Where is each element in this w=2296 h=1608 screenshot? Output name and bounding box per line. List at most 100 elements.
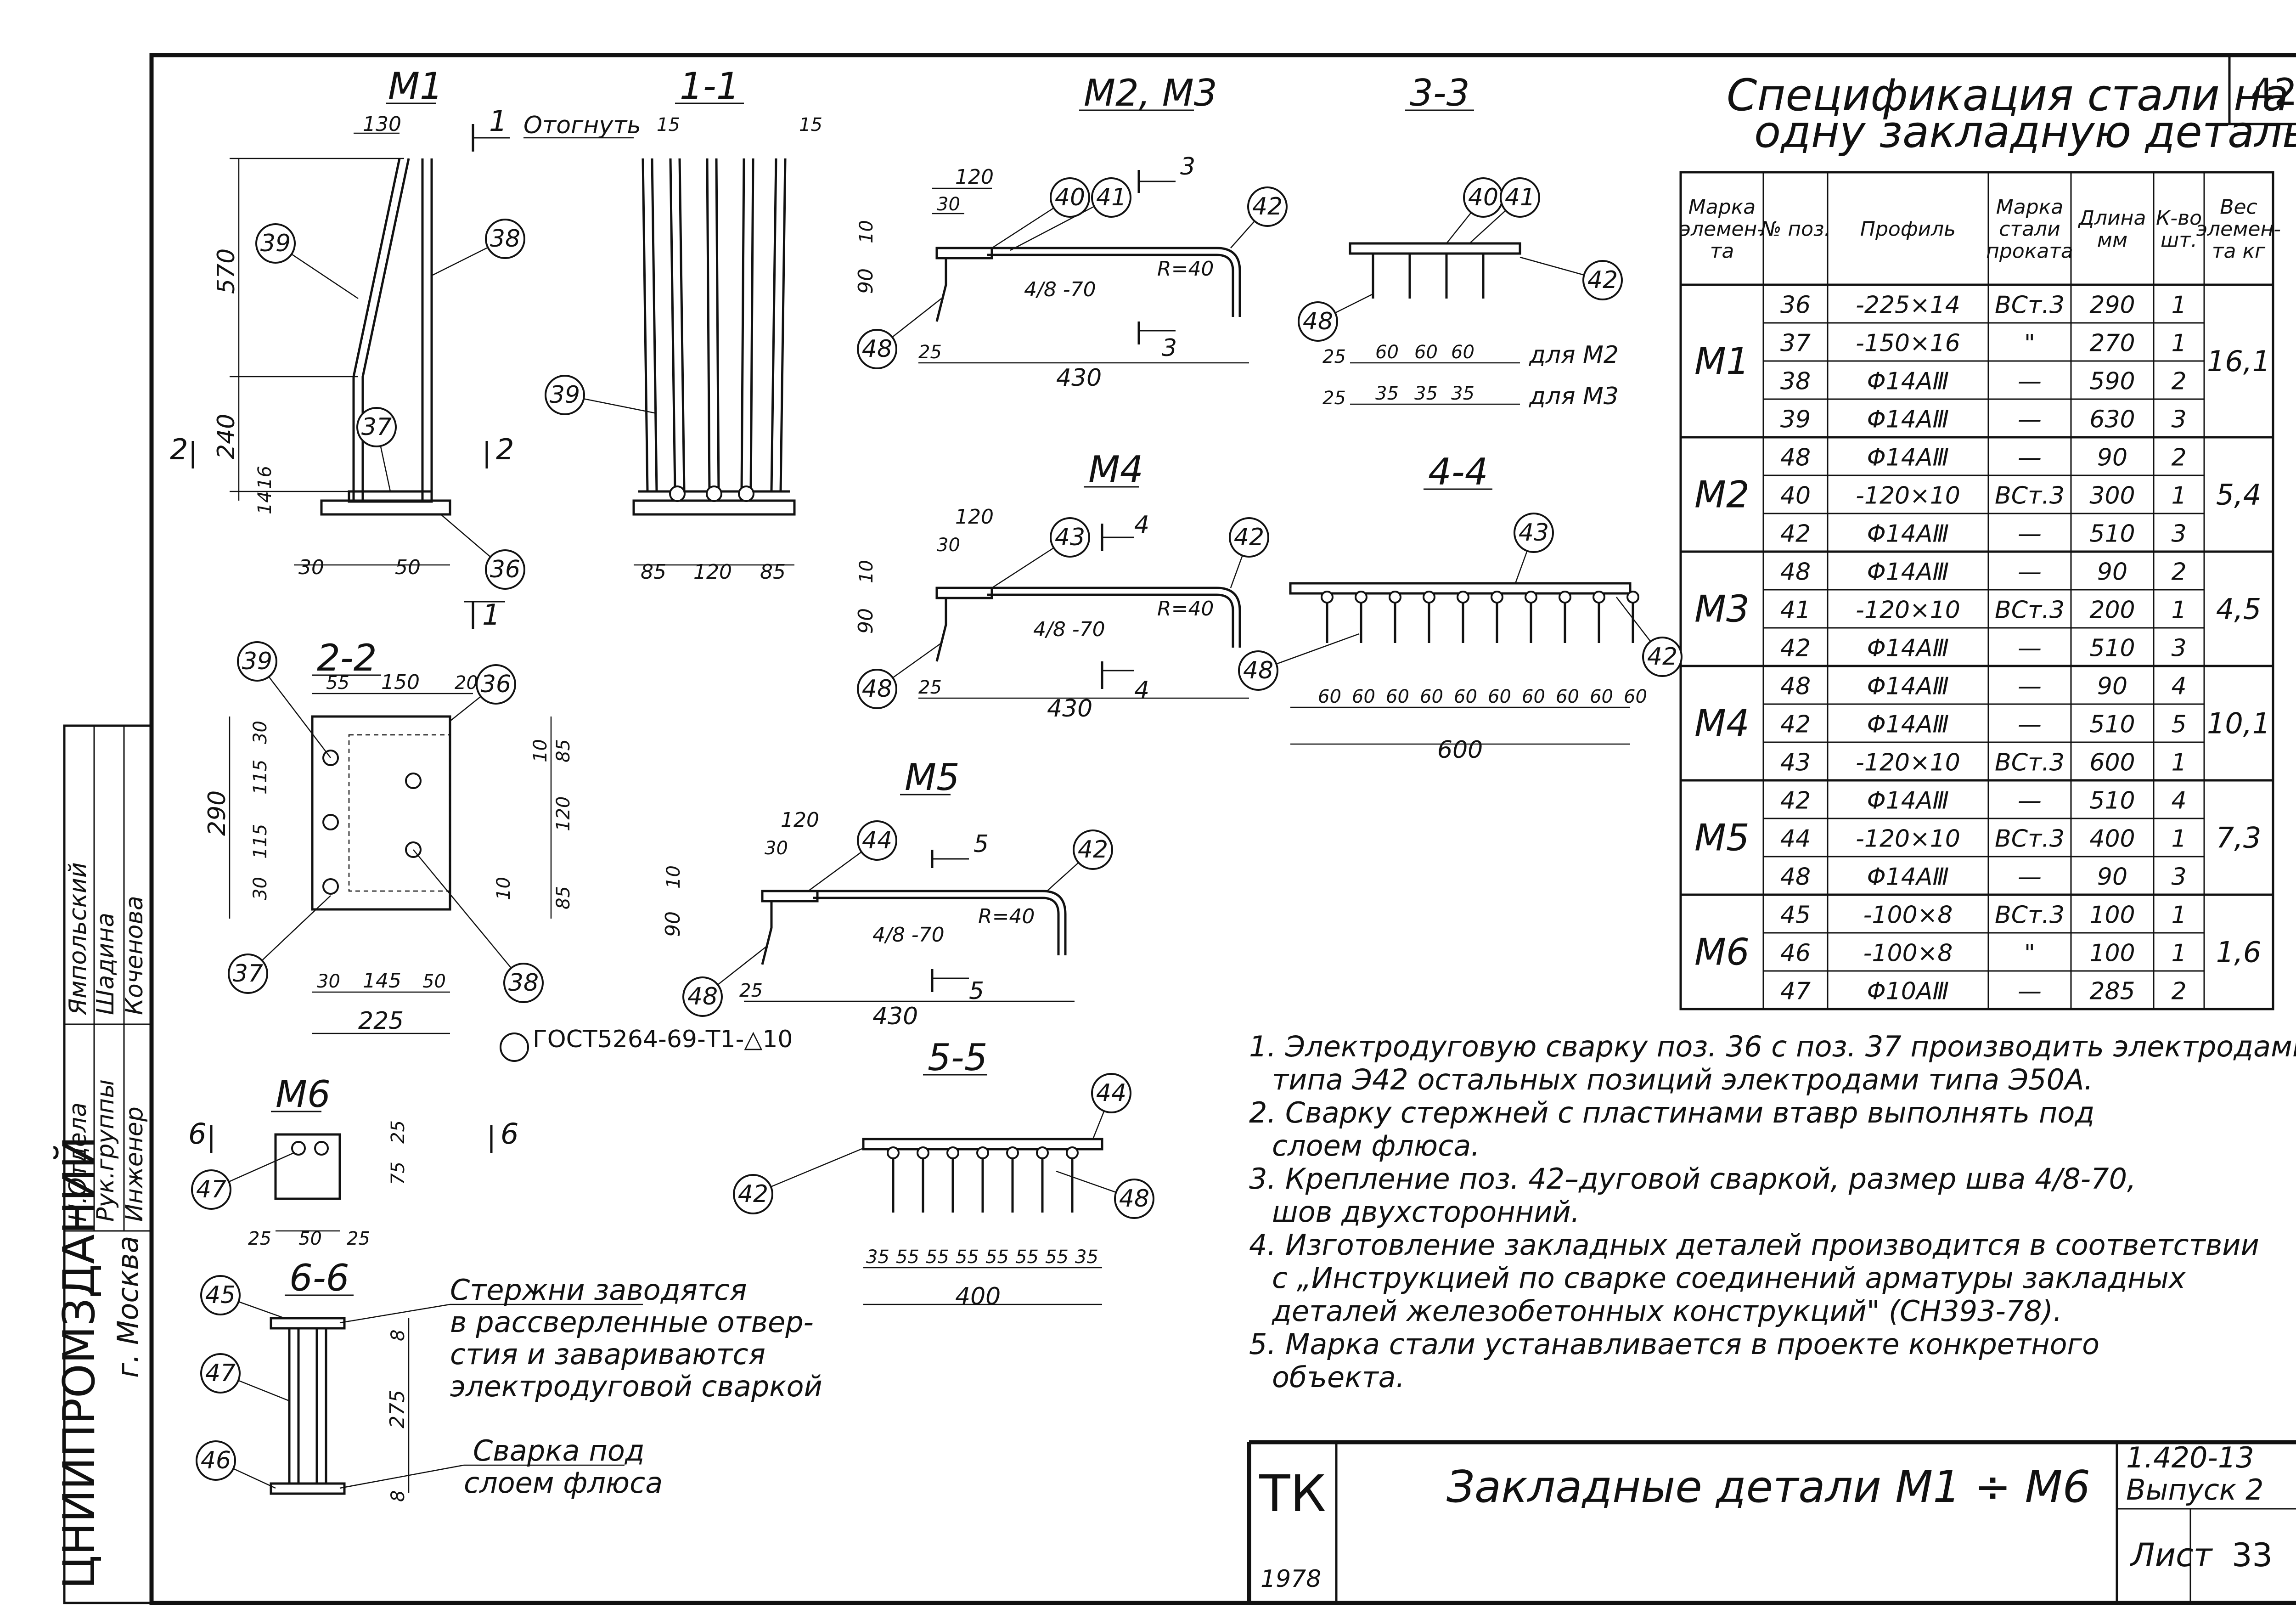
callout-bubble	[485, 549, 525, 590]
dim-m6-25a: 25	[248, 1228, 271, 1249]
view-section-6-6: 6-6 8 275 8 Стержни заводятся в рассверл…	[270, 1257, 822, 1502]
spec-cell-4-0-3: 510	[2089, 787, 2135, 815]
drawing-title: Закладные детали М1 ÷ М6	[1446, 1462, 2090, 1512]
spec-cell-5-0-2: ВСт.3	[1995, 902, 2065, 929]
label-m6: М6	[276, 1073, 331, 1116]
spec-cell-1-0-1: Φ14АⅢ	[1867, 444, 1949, 472]
spec-cell-3-1-3: 510	[2089, 711, 2135, 739]
note-line-9: 5. Марка стали устанавливается в проекте…	[1249, 1327, 2099, 1361]
year: 1978	[1261, 1565, 1321, 1593]
dim-m1-570: 570	[213, 248, 240, 294]
label-m2m3: М2, М3	[1084, 72, 1217, 114]
dim-m4-30: 30	[937, 535, 960, 556]
spec-cell-2-2-2: —	[2018, 635, 2042, 662]
sheet-number: 33	[2232, 1536, 2273, 1574]
spec-cell-4-1-1: -120×10	[1856, 825, 1960, 853]
dim-m6-75: 75	[388, 1162, 409, 1185]
spec-cell-0-0-1: -225×14	[1856, 292, 1960, 319]
label-m4: М4	[1088, 448, 1143, 491]
callout-bubble	[476, 664, 516, 705]
dim-s33-35c: 35	[1451, 383, 1474, 404]
spec-cell-2-1-0: 41	[1780, 597, 1811, 624]
spec-cell-3-2-0: 43	[1780, 749, 1811, 777]
callout-bubble	[1229, 517, 1269, 558]
dim-m1-30: 30	[298, 556, 324, 579]
callout-number: 41	[1096, 184, 1126, 211]
callout-number: 42	[1252, 193, 1283, 220]
view-m2-m3: М2, М3 120 30 10 90 25 430 4/8 -70 R=40 …	[854, 72, 1249, 392]
spec-cell-2-1-1: -120×10	[1856, 597, 1960, 624]
view-m4: М4 120 30 10 90 25 430 4/8 -70 R=40 4 4	[854, 448, 1249, 722]
callout-leader	[257, 661, 331, 758]
weld-m4: 4/8 -70	[1033, 618, 1105, 641]
callout-bubble	[1238, 650, 1278, 691]
spec-cell-2-0-0: 48	[1780, 559, 1811, 586]
callout-number: 44	[862, 827, 892, 854]
spec-cell-0-3-1: Φ14АⅢ	[1867, 406, 1949, 434]
stamp-mark: ТК	[1259, 1464, 1326, 1523]
weld-s55	[1006, 1146, 1019, 1159]
spec-mark-5: М6	[1694, 931, 1750, 974]
spec-cell-4-1-0: 44	[1780, 825, 1811, 853]
spec-cell-4-1-2: ВСт.3	[1995, 825, 2065, 853]
role-1: Н.Отдела	[64, 1102, 92, 1222]
view-m5: М5 120 30 10 90 25 430 4/8 -70 R=40 5 5	[661, 756, 1075, 1030]
dim-m1-50: 50	[395, 556, 421, 579]
callout-bubble	[200, 1275, 241, 1315]
spec-cell-2-0-4: 2	[2171, 559, 2186, 586]
spec-cell-4-2-3: 90	[2097, 863, 2127, 891]
weld-s44	[1525, 591, 1537, 604]
weld-s44	[1321, 591, 1334, 604]
spec-cell-3-0-1: Φ14АⅢ	[1867, 673, 1949, 700]
weld-s55	[946, 1146, 959, 1159]
callout-bubble	[1050, 517, 1090, 558]
callout-bubble	[857, 820, 897, 861]
notes-block: 1. Электродуговую сварку поз. 36 с поз. …	[1249, 1030, 2296, 1394]
label-s22: 2-2	[317, 637, 377, 679]
dim-m2-90: 90	[854, 268, 878, 294]
dim-m6-25c: 25	[388, 1120, 409, 1144]
callout-number: 36	[490, 556, 520, 583]
callout-bubble	[1298, 301, 1338, 342]
spec-cell-1-1-4: 1	[2171, 482, 2186, 510]
weld-s44	[1559, 591, 1571, 604]
spec-cell-0-2-2: —	[2018, 368, 2042, 395]
spec-cell-4-1-3: 400	[2089, 825, 2135, 853]
callout-bubble	[356, 407, 397, 447]
weld-s44	[1423, 591, 1435, 604]
dim-s33-60a: 60	[1375, 342, 1399, 363]
role-2: Рук.группы	[92, 1079, 119, 1222]
spec-cell-0-1-0: 37	[1780, 330, 1811, 357]
spec-cell-2-0-2: —	[2018, 559, 2042, 586]
dim-s22-30c: 30	[317, 971, 340, 992]
dim-m5-30: 30	[765, 838, 788, 859]
callout-number: 36	[481, 671, 511, 698]
spec-cell-0-2-1: Φ14АⅢ	[1867, 368, 1949, 395]
dim-s55-4: 55	[985, 1247, 1009, 1268]
section-1-mark-bottom: 1	[482, 598, 500, 632]
callout-number: 39	[242, 648, 272, 675]
spec-weight-4: 7,3	[2216, 821, 2262, 855]
for-m3-label: для М3	[1529, 383, 1619, 410]
spec-cell-3-0-0: 48	[1780, 673, 1811, 700]
rods-note-1: Стержни заводятся	[450, 1273, 747, 1307]
callout-number: 40	[1468, 184, 1498, 211]
dim-s44-60: 60	[1386, 686, 1409, 707]
dim-s44-60: 60	[1488, 686, 1511, 707]
callout-bubble	[191, 1169, 231, 1210]
rods-note-3: стия и завариваются	[450, 1337, 765, 1371]
label-s44: 4-4	[1428, 451, 1488, 493]
dim-s11-15b: 15	[799, 114, 822, 135]
section-6-mark-left: 6	[188, 1117, 206, 1151]
spec-cell-5-1-2: "	[2024, 940, 2035, 967]
spec-cell-0-1-4: 1	[2171, 330, 2186, 357]
dim-m2-120: 120	[955, 165, 994, 189]
spec-cell-5-0-4: 1	[2171, 902, 2186, 929]
callout-bubble	[682, 976, 723, 1017]
role-3: Инженер	[121, 1106, 148, 1222]
sheet-number-top: 42	[2251, 71, 2296, 113]
